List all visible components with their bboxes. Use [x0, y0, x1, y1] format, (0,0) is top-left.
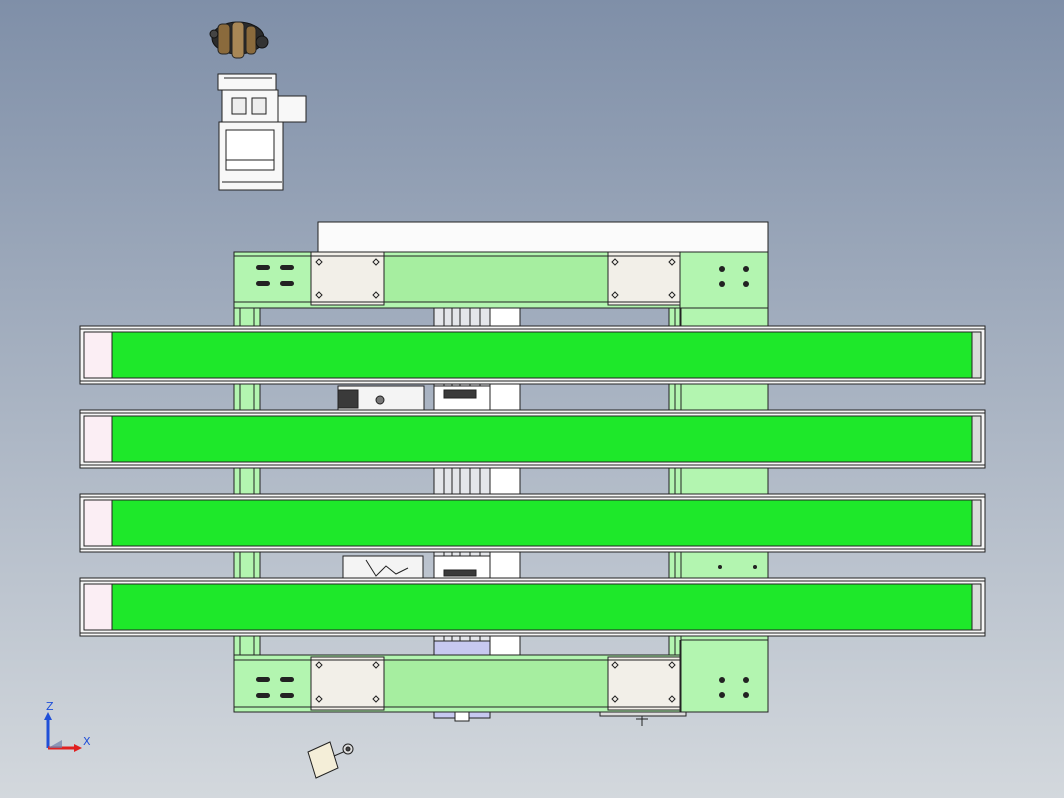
conveyor-belt-4[interactable]: [79, 577, 986, 637]
base-feet: [433, 711, 687, 726]
conveyor-belt-1[interactable]: [79, 325, 986, 385]
bottom-frame-beam[interactable]: [233, 639, 769, 713]
sensor-bracket-2[interactable]: [342, 555, 491, 581]
axis-z-label: Z: [46, 700, 54, 713]
conveyor-belt-3[interactable]: [79, 493, 986, 553]
bottom-plate-screws: [315, 661, 676, 703]
axis-x-label: X: [83, 735, 91, 748]
top-plate-screws: [315, 258, 676, 299]
camera-unit[interactable]: [217, 73, 307, 191]
robot-gripper[interactable]: [209, 21, 269, 59]
top-slots: [256, 265, 749, 287]
top-cover[interactable]: [317, 221, 769, 253]
loose-bracket-part[interactable]: [307, 741, 354, 779]
top-frame-beam[interactable]: [233, 251, 769, 326]
side-panel-holes: [718, 565, 757, 569]
axis-triad: Z X: [44, 700, 91, 752]
sensor-bracket-1[interactable]: [337, 385, 491, 411]
conveyor-belt-2[interactable]: [79, 409, 986, 469]
bottom-slots: [256, 677, 749, 698]
